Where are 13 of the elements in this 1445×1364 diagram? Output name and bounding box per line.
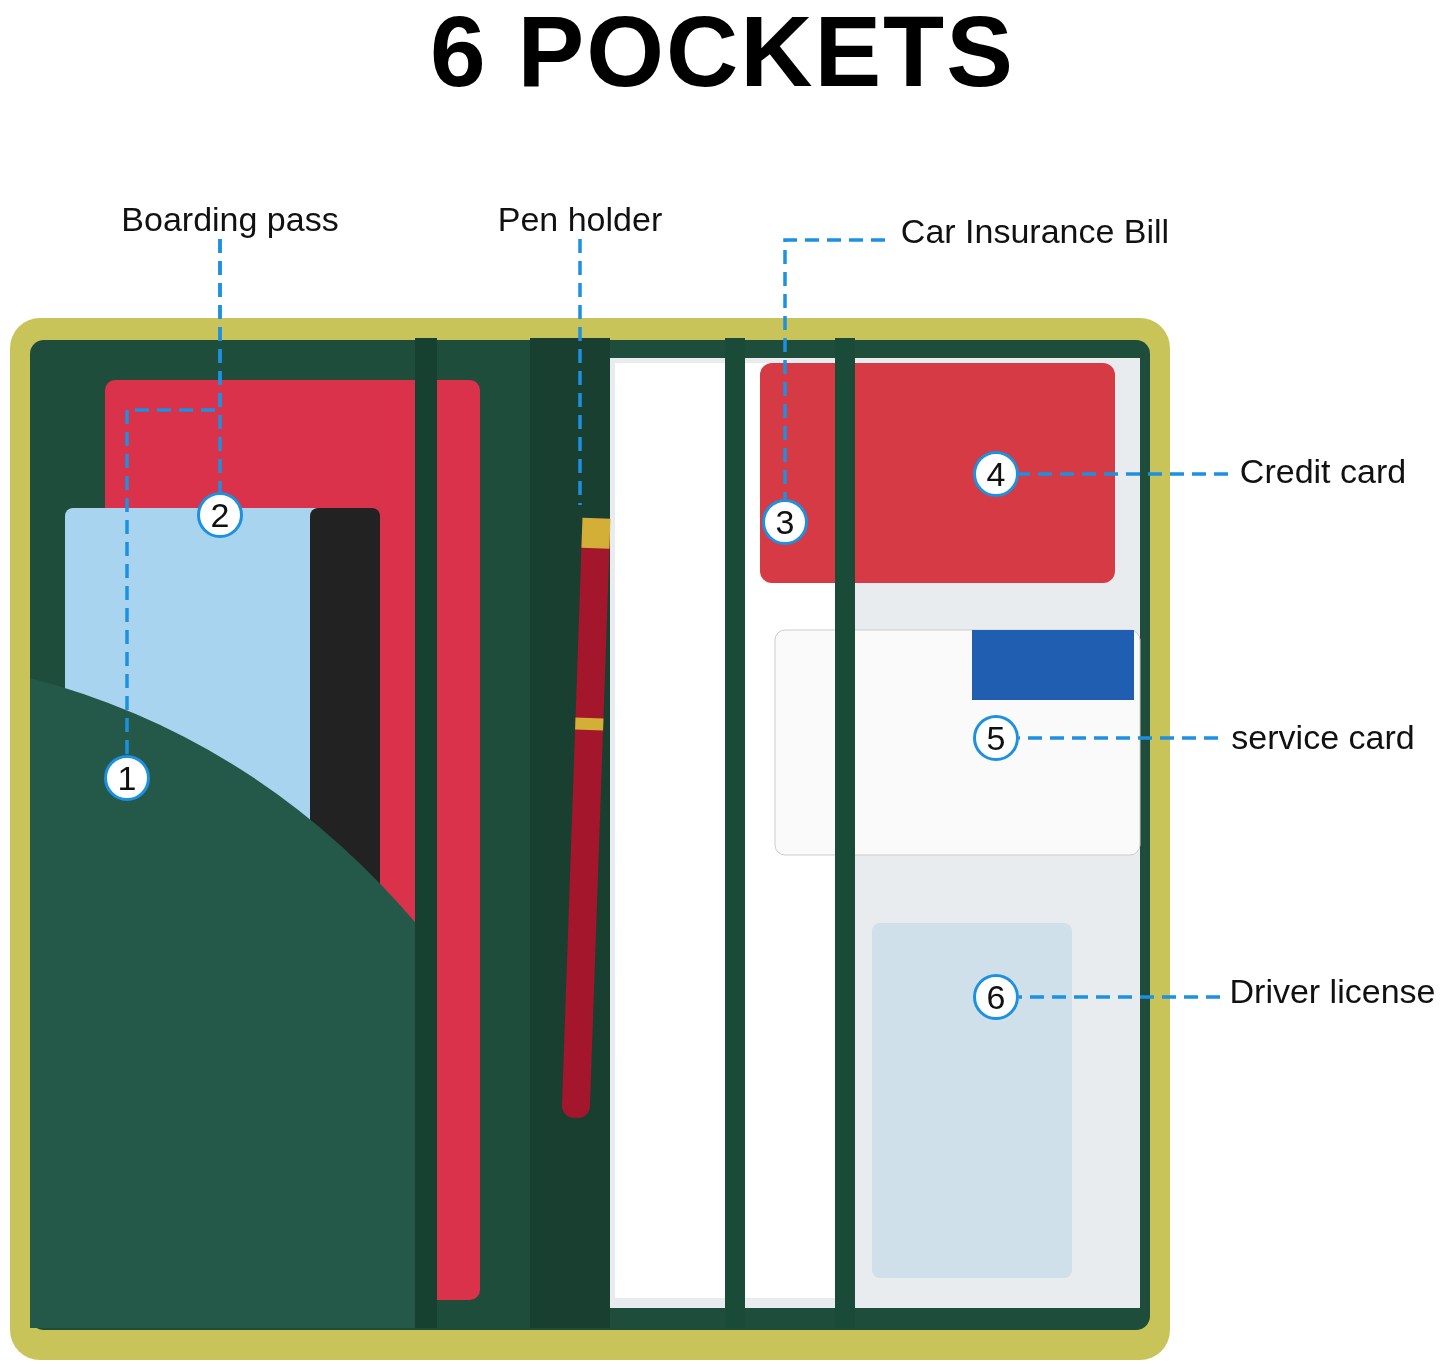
callout-label: Driver license [1220, 972, 1445, 1011]
callout-label: Boarding pass [100, 200, 360, 239]
callout-label: service card [1218, 718, 1428, 757]
callout-label: Pen holder [470, 200, 690, 239]
leader-line [1019, 995, 1220, 999]
leader-line [125, 239, 222, 755]
callout-label: Car Insurance Bill [885, 212, 1185, 251]
callout-label: Credit card [1228, 452, 1418, 491]
leader-line [1019, 472, 1228, 476]
leader-line [578, 239, 582, 505]
leader-line [783, 238, 885, 499]
leader-line [1019, 736, 1218, 740]
title: 6 POCKETS [429, 0, 1016, 109]
